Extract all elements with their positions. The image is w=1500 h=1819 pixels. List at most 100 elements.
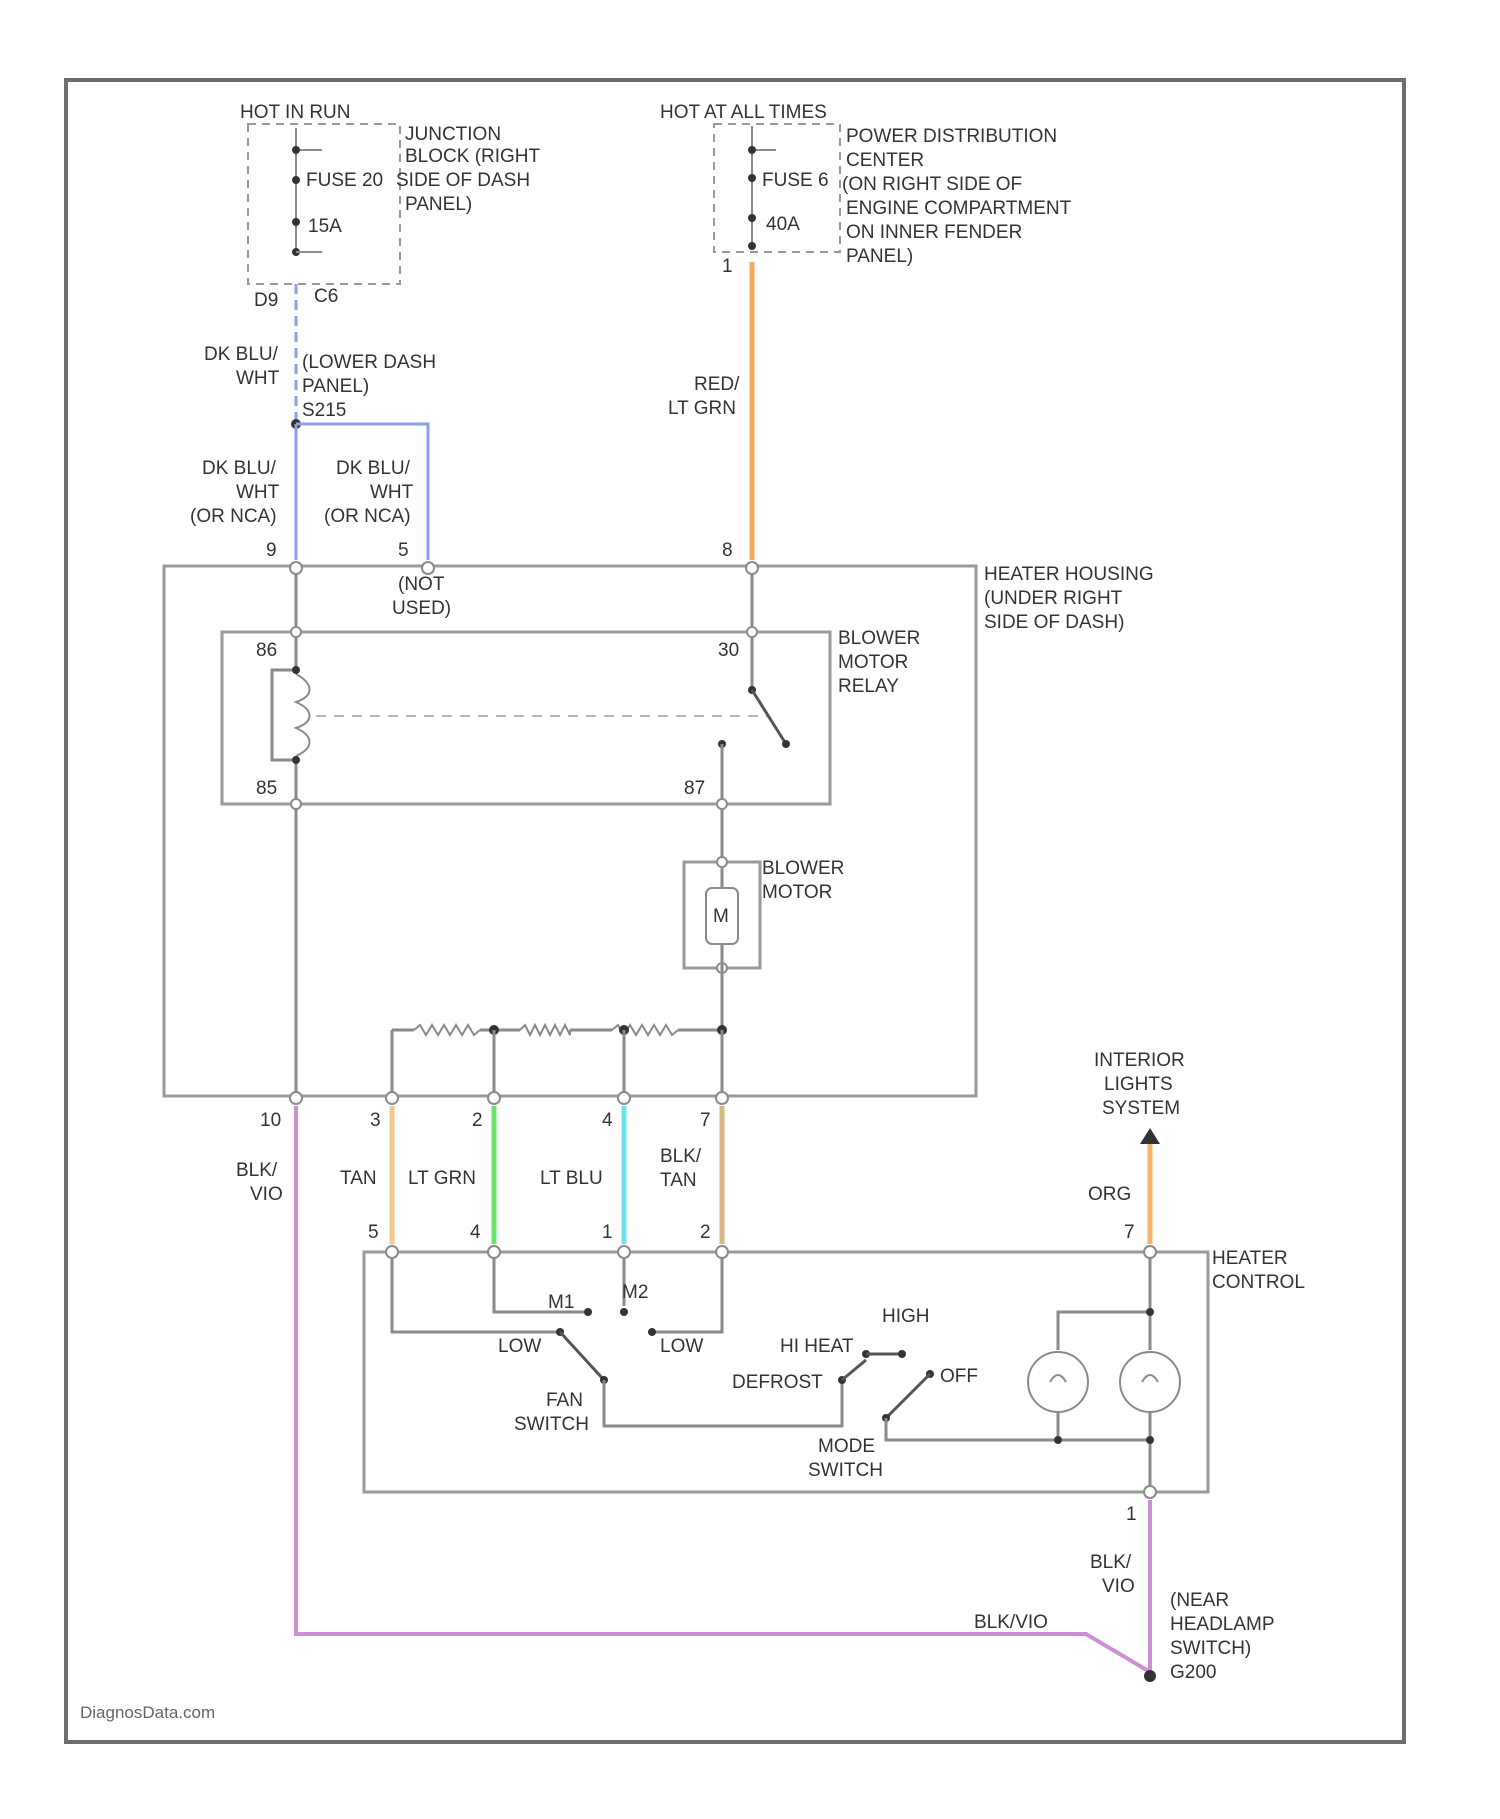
mode-defrost-link xyxy=(842,1360,866,1380)
wire-label-blk-tan-b: TAN xyxy=(660,1170,697,1191)
interior-lights-label-3: SYSTEM xyxy=(1102,1098,1180,1119)
relay-pin-86: 86 xyxy=(256,640,277,661)
pdc-label-2: CENTER xyxy=(846,150,924,171)
housing-pin-5: 5 xyxy=(398,540,409,561)
ground-label-1: (NEAR xyxy=(1170,1590,1229,1611)
blower-motor-relay-label-3: RELAY xyxy=(838,676,899,697)
wire-label-dkblu-wht-3b: WHT xyxy=(370,482,414,503)
fan-m2-label: M2 xyxy=(622,1282,648,1303)
hot-in-run-label: HOT IN RUN xyxy=(240,102,350,123)
junction-block-label-4: PANEL) xyxy=(405,194,472,215)
blower-motor-label-2: MOTOR xyxy=(762,882,832,903)
blower-motor-label-1: BLOWER xyxy=(762,858,844,879)
lamp-1 xyxy=(1028,1352,1088,1412)
pdc-label-5: ON INNER FENDER xyxy=(846,222,1022,243)
heater-housing: (NOT USED) HEATER HOUSING (UNDER RIGHT S… xyxy=(164,562,1154,1131)
housing-pin-3: 3 xyxy=(370,1110,381,1131)
lamp-feed xyxy=(1058,1258,1150,1350)
junction-block-label-3: SIDE OF DASH xyxy=(396,170,530,191)
housing-pin-7: 7 xyxy=(700,1110,711,1131)
control-wires: BLK/ VIO TAN LT GRN LT BLU BLK/ TAN 5 4 … xyxy=(236,1050,1185,1244)
not-used-label-2: USED) xyxy=(392,598,451,619)
heater-control: HEATER CONTROL M1 M2 LOW LOW FAN SWITCH xyxy=(364,1246,1305,1525)
control-pin-1: 1 xyxy=(602,1222,613,1243)
splice-label-3: S215 xyxy=(302,400,346,421)
mode-off-label: OFF xyxy=(940,1366,978,1387)
junction-block-label-1: JUNCTION xyxy=(405,124,501,145)
pdc-pin-1: 1 xyxy=(722,256,733,277)
resistor-2 xyxy=(520,1025,570,1035)
control-pin-bottom-1: 1 xyxy=(1126,1504,1137,1525)
wire-label-red-ltgrn-b: LT GRN xyxy=(668,398,736,419)
heater-housing-label-1: HEATER HOUSING xyxy=(984,564,1154,585)
fan-m1-label: M1 xyxy=(548,1292,574,1313)
wire-label-blkvio-horizontal: BLK/VIO xyxy=(974,1612,1048,1633)
fan-switch-label-1: FAN xyxy=(546,1390,583,1411)
control-pin-7: 7 xyxy=(1124,1222,1135,1243)
power-distribution-center: HOT AT ALL TIMES POWER DISTRIBUTION CENT… xyxy=(660,102,1072,277)
control-pin-5: 5 xyxy=(368,1222,379,1243)
relay-pin-85: 85 xyxy=(256,778,277,799)
wire-label-dkblu-wht-3c: (OR NCA) xyxy=(324,506,411,527)
wire-label-dkblu-wht-2a: DK BLU/ xyxy=(202,458,277,479)
junction-block-label-2: BLOCK (RIGHT xyxy=(405,146,541,167)
ground-point xyxy=(1144,1670,1156,1682)
control-pin-2: 2 xyxy=(700,1222,711,1243)
housing-pin-4: 4 xyxy=(602,1110,613,1131)
wire-label-tan: TAN xyxy=(340,1168,377,1189)
mode-switch-label-2: SWITCH xyxy=(808,1460,883,1481)
junction-block-outline xyxy=(248,124,400,284)
interior-lights-label-2: LIGHTS xyxy=(1104,1074,1173,1095)
hot-at-all-times-label: HOT AT ALL TIMES xyxy=(660,102,827,123)
wire-label-dkblu-wht-3a: DK BLU/ xyxy=(336,458,411,479)
fan-switch-label-2: SWITCH xyxy=(514,1414,589,1435)
interior-lights-arrow xyxy=(1140,1128,1160,1144)
heater-housing-label-2: (UNDER RIGHT xyxy=(984,588,1123,609)
fuse-6-amperage: 40A xyxy=(766,214,800,235)
splice-label-2: PANEL) xyxy=(302,376,369,397)
wire-label-blk-vio-b: VIO xyxy=(250,1184,283,1205)
jb-pin-c6: C6 xyxy=(314,286,338,307)
wire-label-lt-blu: LT BLU xyxy=(540,1168,603,1189)
heater-housing-label-3: SIDE OF DASH) xyxy=(984,612,1124,633)
ground-label-2: HEADLAMP xyxy=(1170,1614,1275,1635)
interior-lights-label-1: INTERIOR xyxy=(1094,1050,1185,1071)
housing-pin-8: 8 xyxy=(722,540,733,561)
mode-high-label: HIGH xyxy=(882,1306,930,1327)
wire-label-org: ORG xyxy=(1088,1184,1131,1205)
wire-label-lt-grn: LT GRN xyxy=(408,1168,476,1189)
housing-pin-10: 10 xyxy=(260,1110,281,1131)
blower-motor-relay-label-2: MOTOR xyxy=(838,652,908,673)
fan-switch-wire-low-right xyxy=(652,1258,722,1332)
relay-pin-87: 87 xyxy=(684,778,705,799)
fan-low-right-label: LOW xyxy=(660,1336,703,1357)
control-pin-4: 4 xyxy=(470,1222,481,1243)
blower-motor-m: M xyxy=(713,906,729,927)
pdc-label-3: (ON RIGHT SIDE OF xyxy=(842,174,1022,195)
lamp-2 xyxy=(1120,1352,1180,1412)
mode-switch-blade xyxy=(886,1374,930,1418)
fan-switch-blade xyxy=(560,1332,604,1380)
wire-label-dkblu-wht-1b: WHT xyxy=(236,368,280,389)
resistor-1 xyxy=(414,1025,480,1035)
not-used-label-1: (NOT xyxy=(398,574,445,595)
mode-hi-heat-label: HI HEAT xyxy=(780,1336,854,1357)
housing-pin-9: 9 xyxy=(266,540,277,561)
pdc-label-1: POWER DISTRIBUTION xyxy=(846,126,1057,147)
jb-pin-d9: D9 xyxy=(254,290,278,311)
wire-label-blk-vio-bottom-b: VIO xyxy=(1102,1576,1135,1597)
pdc-label-4: ENGINE COMPARTMENT xyxy=(846,198,1072,219)
mode-defrost-label: DEFROST xyxy=(732,1372,823,1393)
ground-label-3: SWITCH) xyxy=(1170,1638,1251,1659)
wire-label-dkblu-wht-2b: WHT xyxy=(236,482,280,503)
wire-label-dkblu-wht-1a: DK BLU/ xyxy=(204,344,279,365)
heater-control-label-2: CONTROL xyxy=(1212,1272,1305,1293)
fuse-20-amperage: 15A xyxy=(308,216,342,237)
wire-label-blk-vio-bottom-a: BLK/ xyxy=(1090,1552,1132,1573)
relay-pin-30: 30 xyxy=(718,640,739,661)
wire-label-red-ltgrn-a: RED/ xyxy=(694,374,740,395)
wire-label-blk-tan-a: BLK/ xyxy=(660,1146,702,1167)
wire-label-blk-vio-a: BLK/ xyxy=(236,1160,278,1181)
